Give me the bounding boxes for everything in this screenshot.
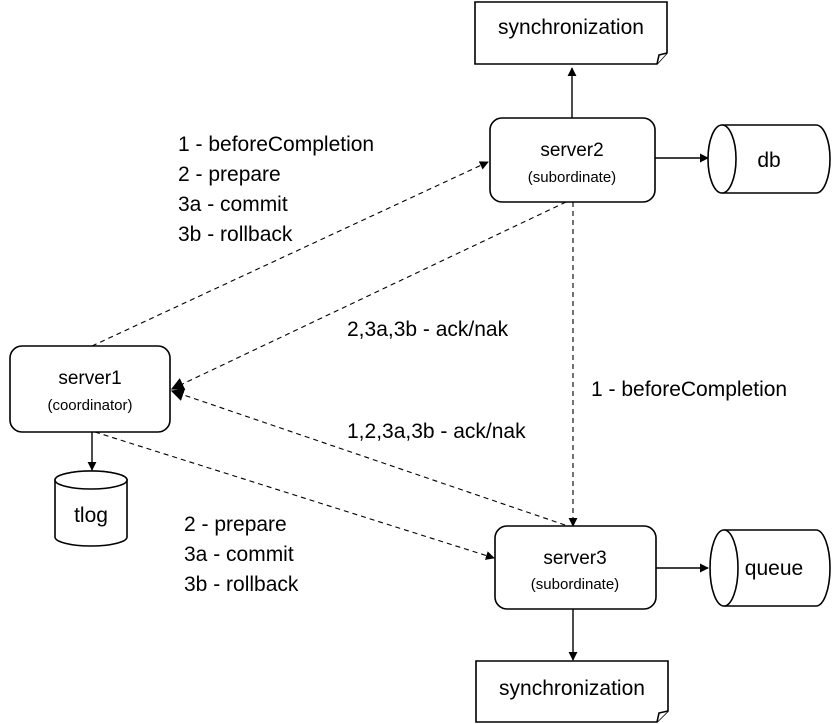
edge-label-line: 2 - prepare	[178, 163, 281, 186]
server2-subtitle: (subordinate)	[528, 169, 616, 186]
server2-node: server2 (subordinate)	[489, 117, 656, 203]
sync-top-node: synchronization	[474, 1, 668, 65]
queue-label: queue	[745, 557, 803, 580]
server1-subtitle: (coordinator)	[47, 397, 132, 414]
sync-bottom-node: synchronization	[475, 660, 669, 723]
label-server1-to-server3: 2 - prepare 3a - commit 3b - rollback	[184, 513, 299, 596]
tlog-label: tlog	[74, 504, 108, 527]
edge-server1-to-server2	[91, 161, 489, 347]
server2-title: server2	[540, 140, 603, 161]
server3-subtitle: (subordinate)	[531, 576, 619, 593]
edge-server1-to-server3	[94, 431, 495, 560]
label-server2-to-server1: 2,3a,3b - ack/nak	[347, 318, 509, 341]
sync-bottom-label: synchronization	[499, 677, 645, 700]
server3-node: server3 (subordinate)	[494, 525, 657, 610]
server3-title: server3	[543, 548, 606, 569]
server1-title: server1	[58, 368, 121, 389]
edge-server3-to-server1	[170, 388, 566, 526]
label-server2-to-server3: 1 - beforeCompletion	[591, 378, 787, 401]
server1-node: server1 (coordinator)	[9, 345, 171, 433]
sync-top-label: synchronization	[498, 16, 644, 39]
db-label: db	[757, 149, 780, 172]
db-node: db	[707, 124, 831, 194]
edge-label-line: 2 - prepare	[184, 513, 287, 536]
edge-server2-to-server1	[170, 201, 567, 390]
tlog-node: tlog	[54, 470, 128, 547]
label-server3-to-server1: 1,2,3a,3b - ack/nak	[347, 420, 526, 443]
queue-node: queue	[709, 529, 831, 607]
edge-label-line: 3b - rollback	[184, 573, 299, 596]
edge-label-line: 1 - beforeCompletion	[178, 133, 374, 156]
edge-label-line: 3b - rollback	[178, 223, 293, 246]
edge-label-line: 3a - commit	[178, 193, 288, 216]
edge-label-line: 3a - commit	[184, 543, 294, 566]
label-server1-to-server2: 1 - beforeCompletion 2 - prepare 3a - co…	[178, 133, 374, 246]
